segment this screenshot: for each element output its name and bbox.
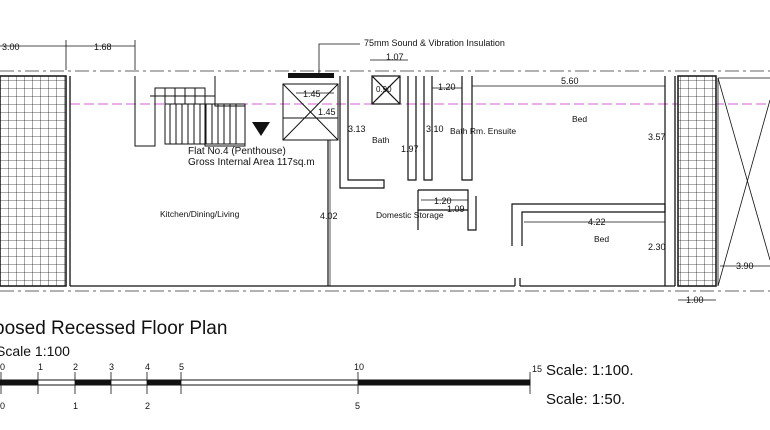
dim-0-90: 0.90 <box>376 85 392 94</box>
left-terrace-tiles <box>0 75 67 287</box>
room-kitchen-label: Kitchen/Dining/Living <box>160 209 240 219</box>
right-terrace-tiles <box>677 75 717 287</box>
dim-1-97: 1.97 <box>401 144 419 154</box>
top-dimension-line <box>0 40 136 70</box>
dim-1-68: 1.68 <box>94 42 112 52</box>
insulation-bar <box>288 73 334 78</box>
bath-walls <box>327 75 473 286</box>
staircase <box>134 76 246 147</box>
dim-3-13: 3.13 <box>348 124 366 134</box>
entry-arrow-icon <box>252 122 270 136</box>
dim-3-57: 3.57 <box>648 132 666 142</box>
scale-tick-2: 2 <box>73 362 78 372</box>
scale-bar <box>0 372 531 394</box>
scale-tick-0: 0 <box>0 362 5 372</box>
dim-3-90: 3.90 <box>736 261 754 271</box>
scale-top-ticks: 0 1 2 3 4 5 10 15 <box>0 362 542 374</box>
outer-walls <box>69 76 676 287</box>
scale-bottom-ticks: 0 1 2 5 <box>0 401 360 411</box>
room-bed1-label: Bed <box>572 114 587 124</box>
scale-tick-10: 10 <box>354 362 364 372</box>
scale-bottom-tick-5: 5 <box>355 401 360 411</box>
drawing-scale-caption: Scale 1:100 <box>0 343 70 359</box>
scale-bottom-tick-1: 1 <box>73 401 78 411</box>
dim-5-60: 5.60 <box>561 76 579 86</box>
scale-tick-1: 1 <box>38 362 43 372</box>
dim-1-45-b: 1.45 <box>318 107 336 117</box>
insulation-note: 75mm Sound & Vibration Insulation <box>364 38 505 48</box>
dim-1-45-a: 1.45 <box>303 89 321 99</box>
scale-tick-3: 3 <box>109 362 114 372</box>
dim-3-00: 3.00 <box>2 42 20 52</box>
dim-4-02: 4.02 <box>320 211 338 221</box>
flat-area-label: Gross Internal Area 117sq.m <box>188 157 315 168</box>
dim-2-30: 2.30 <box>648 242 666 252</box>
dim-3-10: 3.10 <box>426 124 444 134</box>
scale-tick-15: 15 <box>532 364 542 374</box>
dim-1-00: 1.00 <box>686 295 704 305</box>
scale-tick-5: 5 <box>179 362 184 372</box>
scale-tick-4: 4 <box>145 362 150 372</box>
scale-label-50: Scale: 1:50. <box>546 391 626 408</box>
dim-1-09: 1.09 <box>447 204 465 214</box>
bed2-walls <box>511 76 666 286</box>
drawing-title: posed Recessed Floor Plan <box>0 318 228 339</box>
dim-1-20-a: 1.20 <box>438 82 456 92</box>
insulation-leader <box>318 43 360 73</box>
room-bed2-label: Bed <box>594 234 609 244</box>
room-storage-label: Domestic Storage <box>376 210 444 220</box>
dim-1-20-b: 1.20 <box>434 196 452 206</box>
room-ensuite-label: Bath Rm. Ensuite <box>450 126 516 136</box>
scale-bottom-tick-0: 0 <box>0 401 5 411</box>
dim-1-07: 1.07 <box>386 52 404 62</box>
storage-walls <box>417 189 477 231</box>
dimension-markers <box>296 59 770 301</box>
flat-name-label: Flat No.4 (Penthouse) <box>188 146 286 157</box>
void-cross <box>717 77 770 287</box>
scale-label-100: Scale: 1:100. <box>546 362 634 379</box>
room-bath-label: Bath <box>372 135 390 145</box>
scale-bottom-tick-2: 2 <box>145 401 150 411</box>
dim-4-22: 4.22 <box>588 217 606 227</box>
